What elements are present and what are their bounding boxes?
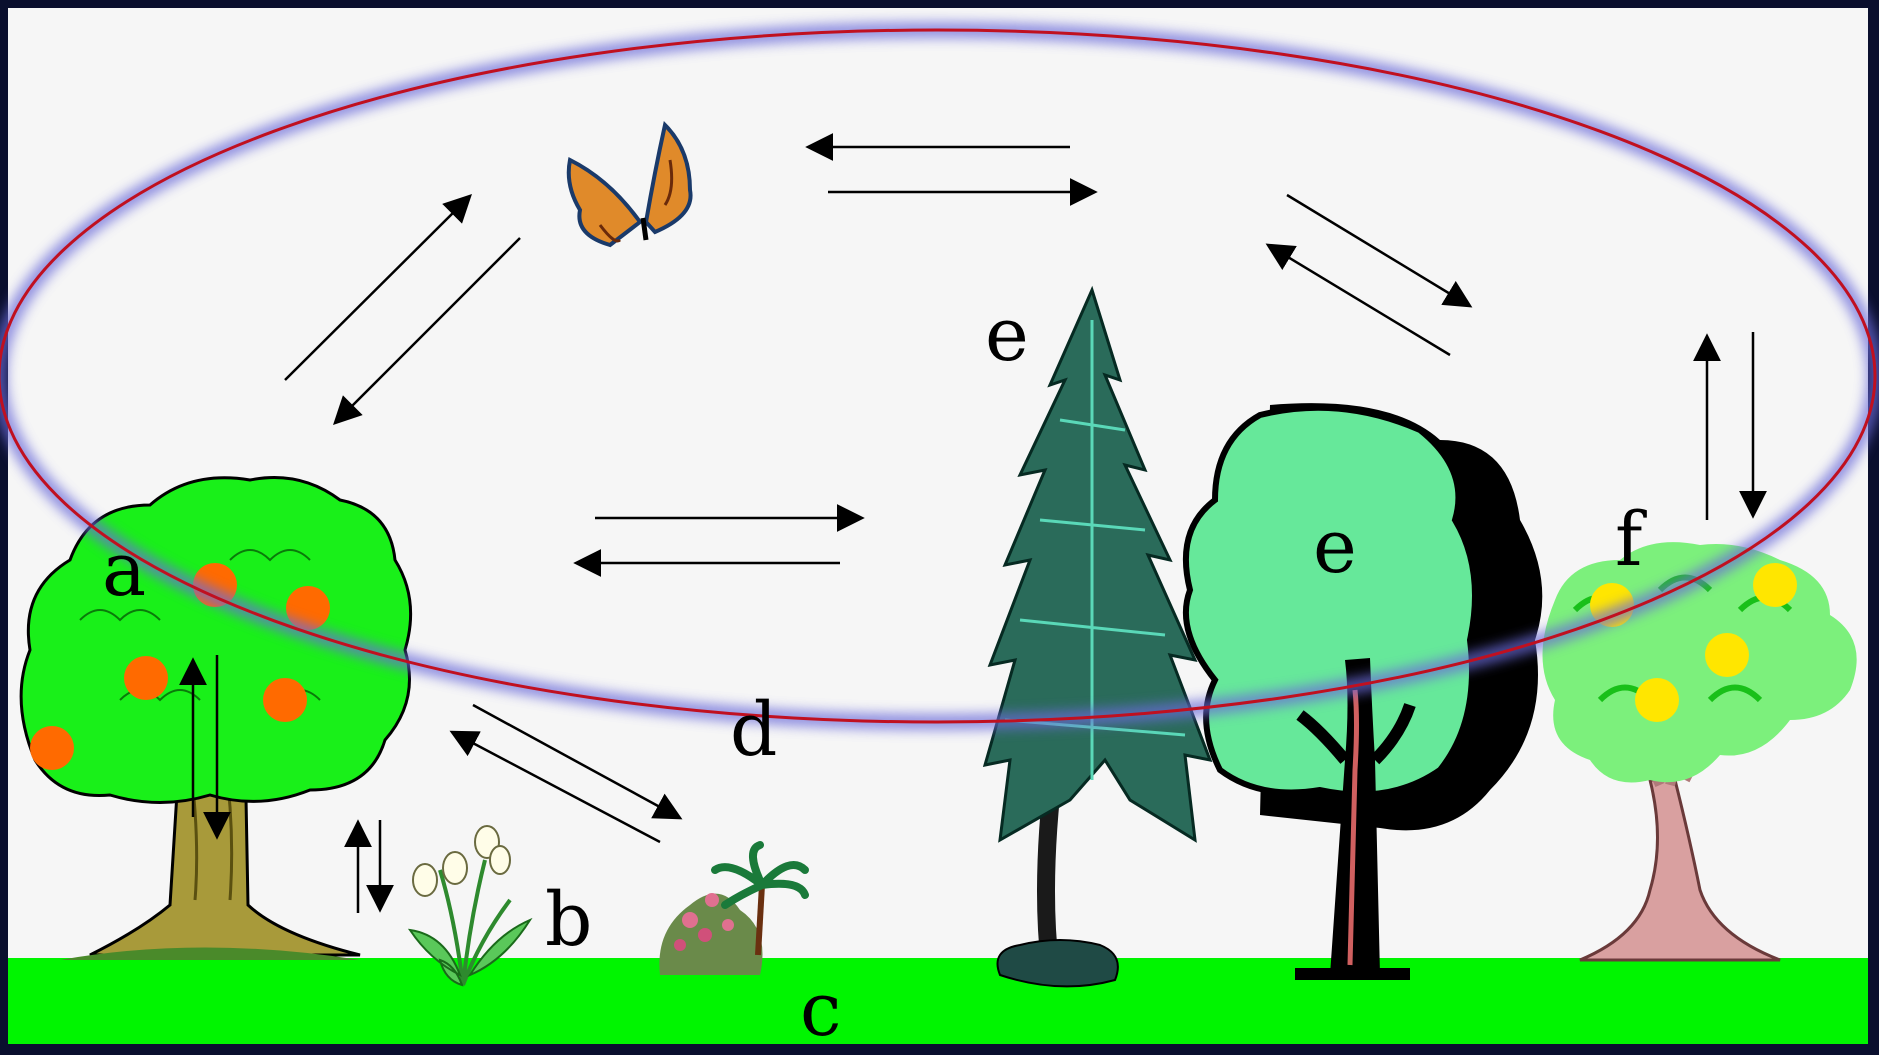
ground-strip — [8, 958, 1868, 1044]
label-e-conifer: e — [985, 292, 1029, 378]
label-f: f — [1615, 497, 1647, 583]
label-b: b — [545, 877, 592, 963]
label-d: d — [730, 687, 777, 773]
label-e-tree: e — [1313, 504, 1357, 590]
label-a: a — [102, 527, 146, 613]
label-c: c — [800, 967, 841, 1051]
